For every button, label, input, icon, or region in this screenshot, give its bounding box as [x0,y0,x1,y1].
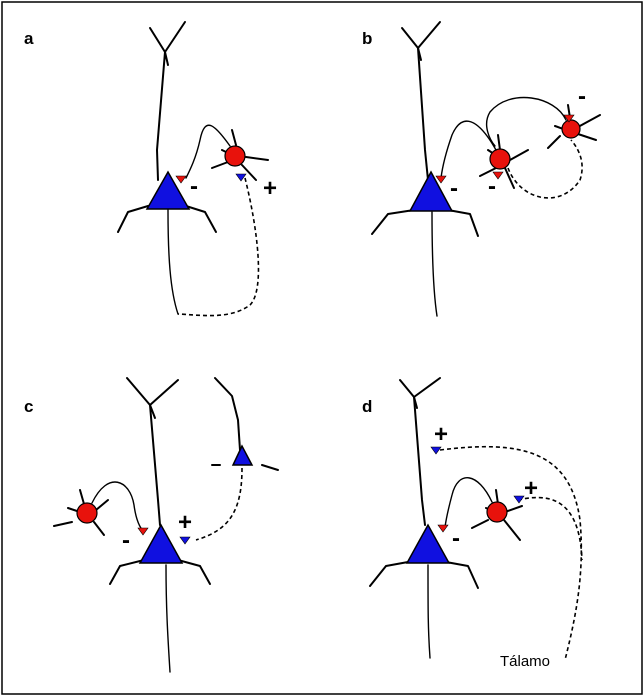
panel-d-sign-2: - [452,525,460,552]
panel-a-sign-excitation: + [263,175,277,202]
panel-a-sign-inhibition: - [190,173,198,200]
panel-a-interneuron-soma [225,146,245,166]
panel-d-sign-1: + [434,421,448,448]
panel-b-interneuron-1-soma [490,149,510,169]
panel-c-sign-inhibition: - [122,527,130,554]
panel-b-letter: b [362,29,372,48]
panel-b-sign-3: - [578,83,586,110]
thalamus-label: Tálamo [500,653,550,670]
panel-a-letter: a [24,29,34,48]
panel-b-sign-1: - [450,175,458,202]
panel-d-sign-3: + [524,475,538,502]
panel-c-interneuron-soma [77,503,97,523]
panel-b-interneuron-2-soma [562,120,580,138]
panel-c-sign-excitation: + [178,509,192,536]
panel-d-interneuron-soma [487,502,507,522]
panel-c-letter: c [24,397,33,416]
panel-d-letter: d [362,397,372,416]
panel-b-sign-2: - [488,173,496,200]
